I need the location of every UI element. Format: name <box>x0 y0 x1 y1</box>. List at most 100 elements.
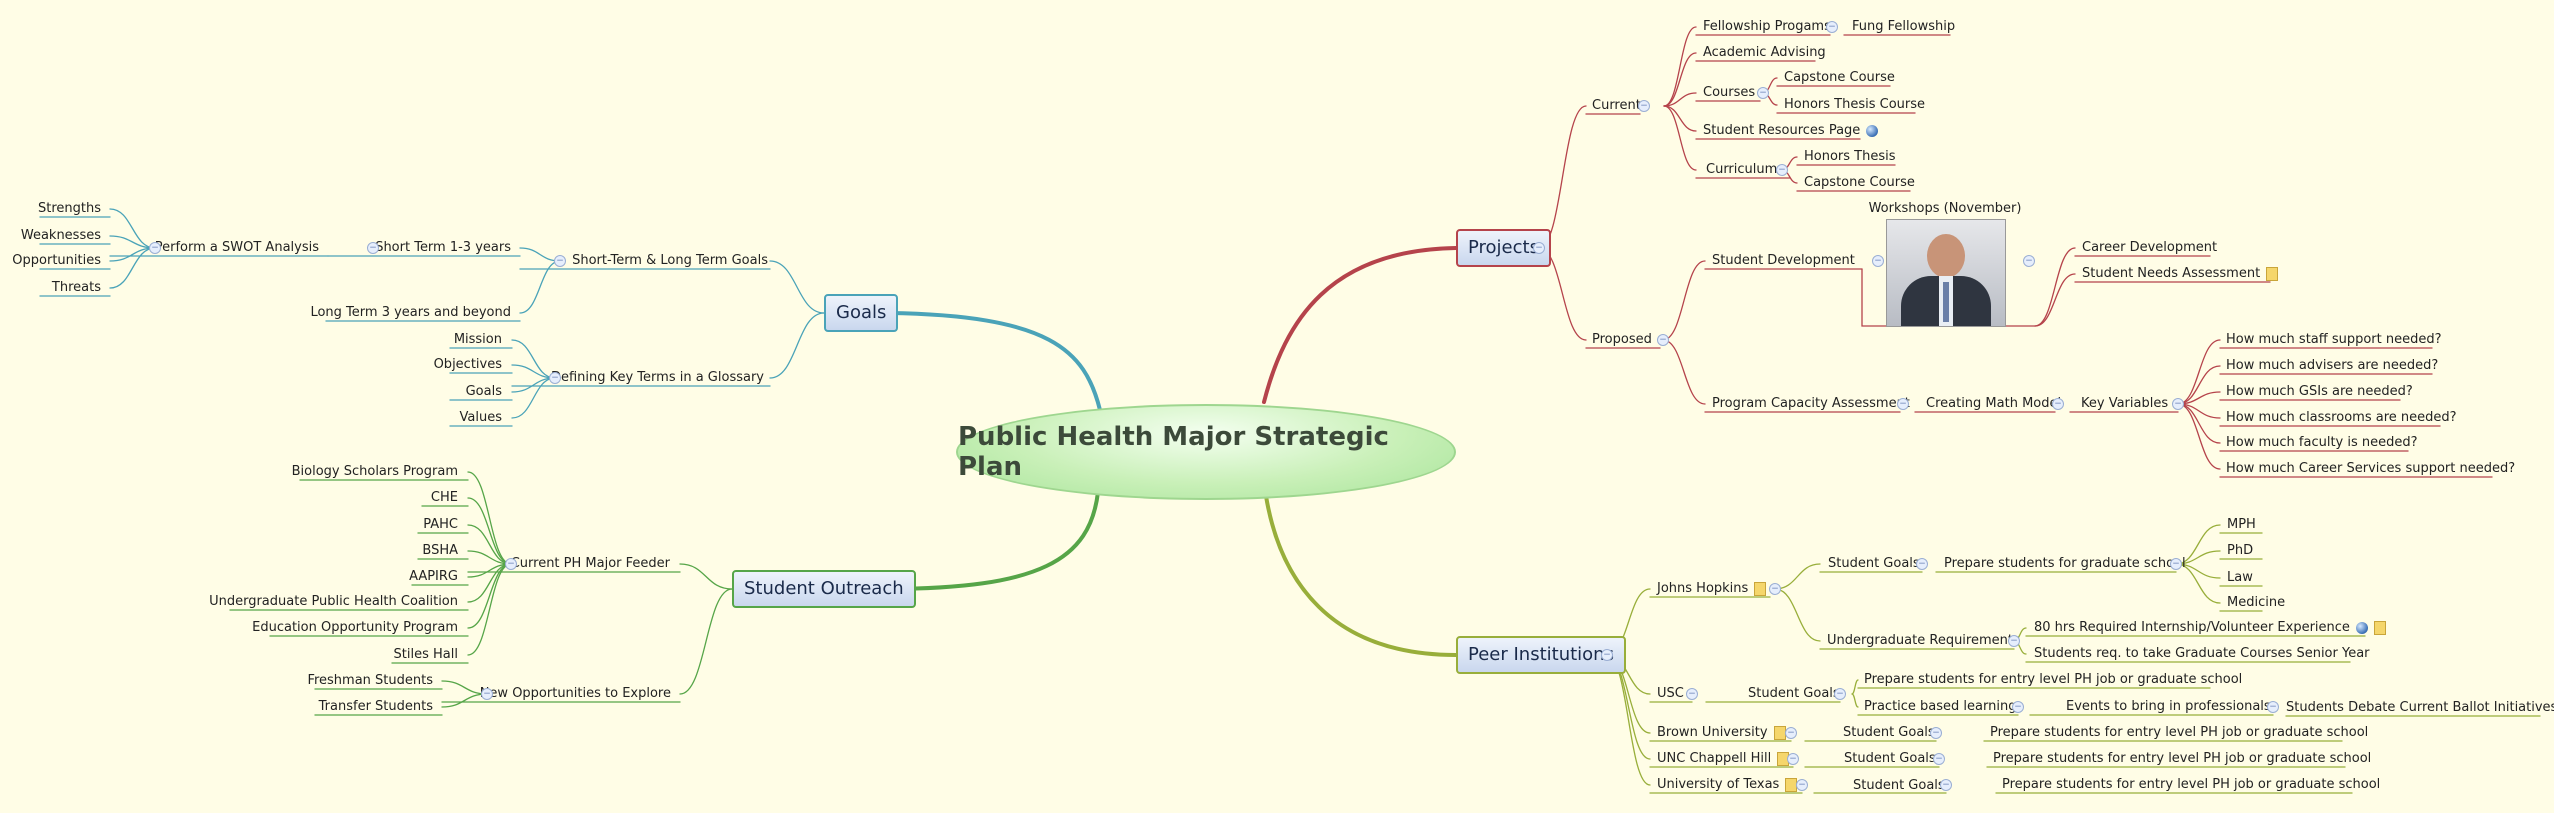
collapse-toggle[interactable]: − <box>1826 21 1838 33</box>
johns-hopkins-topic[interactable]: Johns Hopkins <box>1657 581 1767 597</box>
collapse-toggle[interactable]: − <box>1686 688 1698 700</box>
math-model-topic[interactable]: Creating Math Model <box>1926 396 2062 411</box>
student-outreach-topic[interactable]: Student Outreach <box>732 570 916 608</box>
note-icon[interactable] <box>1754 581 1767 596</box>
note-icon[interactable] <box>1773 725 1786 740</box>
curriculum-item[interactable]: Honors Thesis <box>1804 149 1896 164</box>
collapse-toggle[interactable]: − <box>2023 255 2035 267</box>
collapse-toggle[interactable]: − <box>1776 164 1788 176</box>
collapse-toggle[interactable]: − <box>505 558 517 570</box>
brown-university-topic[interactable]: Brown University <box>1657 725 1786 741</box>
collapse-toggle[interactable]: − <box>1916 558 1928 570</box>
workshops-topic[interactable]: Workshops (November) <box>1868 201 2022 216</box>
glossary-item[interactable]: Goals <box>465 384 502 399</box>
key-variable-item[interactable]: How much faculty is needed? <box>2226 435 2418 450</box>
collapse-toggle[interactable]: − <box>1769 583 1781 595</box>
unc-topic[interactable]: UNC Chappell Hill <box>1657 751 1790 767</box>
feeder-item[interactable]: AAPIRG <box>409 569 458 584</box>
goals-topic[interactable]: Goals <box>824 294 899 332</box>
collapse-toggle[interactable]: − <box>1785 727 1797 739</box>
undergraduate-requirements-topic[interactable]: Undergraduate Requirements <box>1827 633 2020 648</box>
feeder-item[interactable]: Undergraduate Public Health Coalition <box>209 594 458 609</box>
prepare-graduate-topic[interactable]: Prepare students for graduate school <box>1944 556 2186 571</box>
globe-icon[interactable] <box>2355 621 2368 634</box>
note-icon[interactable] <box>2266 266 2279 281</box>
collapse-toggle[interactable]: − <box>1757 87 1769 99</box>
current-topic[interactable]: Current <box>1592 98 1641 113</box>
curriculum-topic[interactable]: Curriculum <box>1706 162 1778 177</box>
feeder-item[interactable]: BSHA <box>422 543 458 558</box>
collapse-toggle[interactable]: − <box>549 372 561 384</box>
course-item[interactable]: Honors Thesis Course <box>1784 97 1926 112</box>
texas-prepare-topic[interactable]: Prepare students for entry level PH job … <box>2002 777 2381 792</box>
collapse-toggle[interactable]: − <box>149 242 161 254</box>
unc-prepare-topic[interactable]: Prepare students for entry level PH job … <box>1993 751 2372 766</box>
feeder-item[interactable]: Education Opportunity Program <box>252 620 458 635</box>
key-variable-item[interactable]: How much advisers are needed? <box>2226 358 2439 373</box>
feeder-topic[interactable]: Current PH Major Feeder <box>510 556 670 571</box>
course-item[interactable]: Capstone Course <box>1784 70 1895 85</box>
capacity-assessment-topic[interactable]: Program Capacity Assessment <box>1712 396 1910 411</box>
usc-student-goals-topic[interactable]: Student Goals <box>1748 686 1840 701</box>
collapse-toggle[interactable]: − <box>2012 701 2024 713</box>
new-opportunities-topic[interactable]: New Opportunities to Explore <box>479 686 671 701</box>
key-variable-item[interactable]: How much classrooms are needed? <box>2226 410 2457 425</box>
texas-topic[interactable]: University of Texas <box>1657 777 1798 793</box>
workshop-item[interactable]: Career Development <box>2082 240 2218 255</box>
collapse-toggle[interactable]: − <box>1897 398 1909 410</box>
collapse-toggle[interactable]: − <box>481 688 493 700</box>
student-resources-topic[interactable]: Student Resources Page <box>1703 123 1879 139</box>
glossary-topic[interactable]: Defining Key Terms in a Glossary <box>550 370 764 385</box>
feeder-item[interactable]: PAHC <box>423 517 458 532</box>
collapse-toggle[interactable]: − <box>1872 255 1884 267</box>
collapse-toggle[interactable]: − <box>2008 635 2020 647</box>
key-variable-item[interactable]: How much GSIs are needed? <box>2226 384 2413 399</box>
student-goals-topic[interactable]: Student Goals <box>1828 556 1920 571</box>
short-term-topic[interactable]: Short Term 1-3 years <box>375 240 511 255</box>
swot-item[interactable]: Weaknesses <box>20 228 101 243</box>
glossary-item[interactable]: Mission <box>453 332 502 347</box>
key-variables-topic[interactable]: Key Variables <box>2081 396 2169 411</box>
collapse-toggle[interactable]: − <box>2172 398 2184 410</box>
fellowship-topic[interactable]: Fellowship Progams <box>1703 19 1831 34</box>
unc-student-goals-topic[interactable]: Student Goals <box>1844 751 1936 766</box>
peer-institutions-topic[interactable]: Peer Institutions <box>1456 636 1626 674</box>
brown-student-goals-topic[interactable]: Student Goals <box>1843 725 1935 740</box>
brown-prepare-topic[interactable]: Prepare students for entry level PH job … <box>1990 725 2369 740</box>
practice-learning-topic[interactable]: Practice based learning <box>1864 699 2017 714</box>
usc-prepare-topic[interactable]: Prepare students for entry level PH job … <box>1864 672 2243 687</box>
new-opportunity-item[interactable]: Transfer Students <box>318 699 433 714</box>
collapse-toggle[interactable]: − <box>1601 649 1613 661</box>
collapse-toggle[interactable]: − <box>1533 242 1545 254</box>
collapse-toggle[interactable]: − <box>367 242 379 254</box>
events-professionals-topic[interactable]: Events to bring in professionals <box>2066 699 2271 714</box>
globe-icon[interactable] <box>1866 124 1879 137</box>
workshop-item[interactable]: Student Needs Assessment <box>2082 266 2279 282</box>
collapse-toggle[interactable]: − <box>2170 558 2182 570</box>
graduate-path-item[interactable]: Medicine <box>2227 595 2286 610</box>
collapse-toggle[interactable]: − <box>554 255 566 267</box>
graduate-path-item[interactable]: Law <box>2227 570 2253 585</box>
collapse-toggle[interactable]: − <box>1933 753 1945 765</box>
central-topic[interactable]: Public Health Major Strategic Plan <box>956 404 1456 500</box>
proposed-topic[interactable]: Proposed <box>1592 332 1652 347</box>
collapse-toggle[interactable]: − <box>1638 100 1650 112</box>
fung-fellowship-topic[interactable]: Fung Fellowship <box>1852 19 1956 34</box>
curriculum-item[interactable]: Capstone Course <box>1804 175 1915 190</box>
projects-topic[interactable]: Projects <box>1456 229 1551 267</box>
collapse-toggle[interactable]: − <box>1834 688 1846 700</box>
collapse-toggle[interactable]: − <box>2052 398 2064 410</box>
usc-topic[interactable]: USC <box>1657 686 1684 701</box>
collapse-toggle[interactable]: − <box>2267 701 2279 713</box>
collapse-toggle[interactable]: − <box>1796 779 1808 791</box>
note-icon[interactable] <box>2373 620 2386 635</box>
new-opportunity-item[interactable]: Freshman Students <box>307 673 433 688</box>
academic-advising-topic[interactable]: Academic Advising <box>1703 45 1826 60</box>
graduate-path-item[interactable]: MPH <box>2227 517 2256 532</box>
key-variable-item[interactable]: How much Career Services support needed? <box>2226 461 2516 476</box>
swot-item[interactable]: Threats <box>51 280 101 295</box>
glossary-item[interactable]: Objectives <box>433 357 502 372</box>
collapse-toggle[interactable]: − <box>1940 779 1952 791</box>
graduate-path-item[interactable]: PhD <box>2227 543 2254 558</box>
collapse-toggle[interactable]: − <box>1787 753 1799 765</box>
